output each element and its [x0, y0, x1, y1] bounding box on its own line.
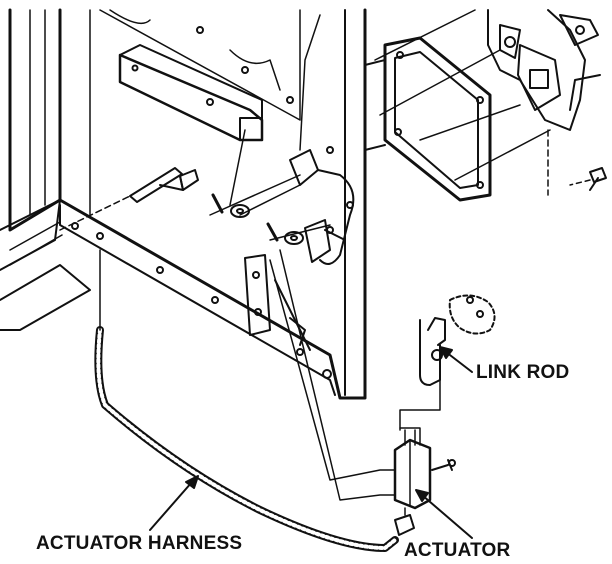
inner-door-panel: [58, 8, 367, 400]
mounting-bracket: [118, 44, 264, 142]
label-actuator: ACTUATOR: [404, 540, 511, 561]
vertical-bracket: [244, 254, 311, 351]
pointer-arrow: [149, 475, 199, 531]
alignment-lines: [209, 129, 331, 241]
pointer-arrow: [439, 346, 473, 373]
link-rod: [399, 294, 496, 431]
latch-lever: [289, 14, 355, 265]
bushing-pin: [59, 167, 199, 231]
handle-gasket: [364, 9, 551, 202]
washers-and-clips: [211, 193, 304, 245]
label-actuator-harness: ACTUATOR HARNESS: [36, 533, 243, 554]
coiled-harness: [94, 249, 399, 552]
actuator-wires: [269, 249, 396, 501]
latch-assembly: [487, 9, 601, 196]
label-link-rod: LINK ROD: [476, 362, 570, 383]
pointer-arrow: [415, 489, 473, 539]
door-frame-outline: [0, 8, 91, 331]
screw: [569, 167, 607, 191]
actuator-body: [393, 427, 456, 536]
